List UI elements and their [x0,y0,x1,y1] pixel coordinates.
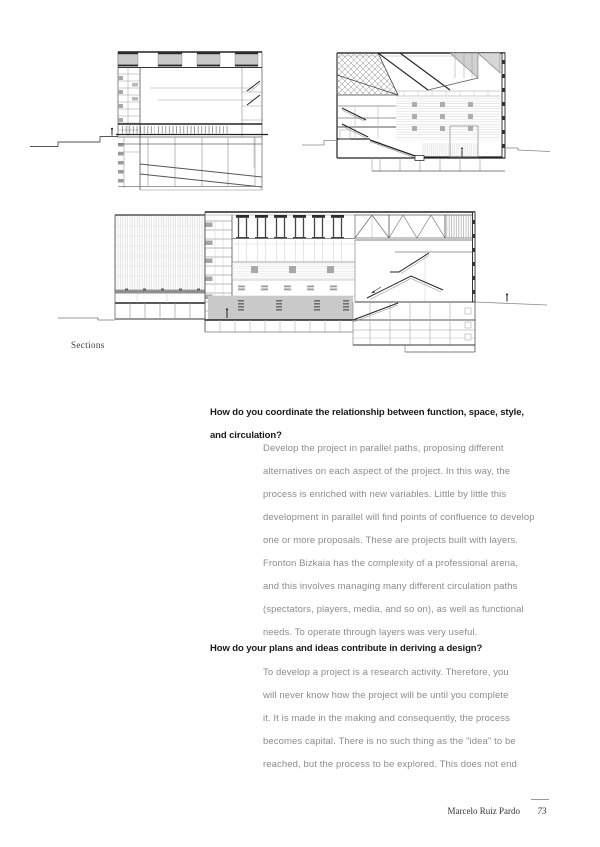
basement [337,155,505,172]
section-drawing-transverse-1 [28,48,276,196]
basement [118,137,263,191]
transverse-section-1-svg [30,51,268,191]
longitudinal-section-svg [58,211,548,353]
left-lower-floors [114,215,205,320]
footer-rule [531,799,549,800]
clerestory-windows [232,215,355,239]
upper-gallery-band [232,240,355,263]
seating-tiers [396,90,500,140]
right-stairs [241,67,262,137]
stair-hall [354,211,476,303]
gallery-band [116,123,268,136]
vent-ticks [238,285,337,291]
ground-line-right [505,147,551,152]
roof-trusses [354,214,476,241]
left-rooms-stairs [337,105,396,140]
left-hatched-block [114,214,206,294]
roof-truss [336,52,505,96]
figure-caption: Sections [71,340,105,350]
middle-basement [205,320,353,333]
room-stack [204,212,233,332]
person-figure [110,127,114,136]
section-drawing-longitudinal [55,208,555,360]
answer-1: Develop the project in parallel paths, p… [263,443,535,638]
court-band [205,296,353,321]
question-2: How do your plans and ideas contribute i… [210,643,483,654]
ground-line-right [474,301,548,306]
ground-line [30,136,118,147]
page-number: 73 [537,806,547,816]
question-1: How do you coordinate the relationship b… [210,407,524,441]
seating-band [232,262,355,281]
footer-author: Marcelo Ruiz Pardo [447,806,520,816]
person-figure [505,293,509,302]
ground-line-left [302,140,337,146]
right-basement [352,302,476,353]
section-drawing-transverse-2 [300,48,552,176]
ground-line-left [58,317,115,321]
answer-2: To develop a project is a research activ… [263,667,517,770]
roof-monitors [117,52,262,69]
transverse-section-2-svg [302,52,551,172]
ramp-court [369,125,502,159]
